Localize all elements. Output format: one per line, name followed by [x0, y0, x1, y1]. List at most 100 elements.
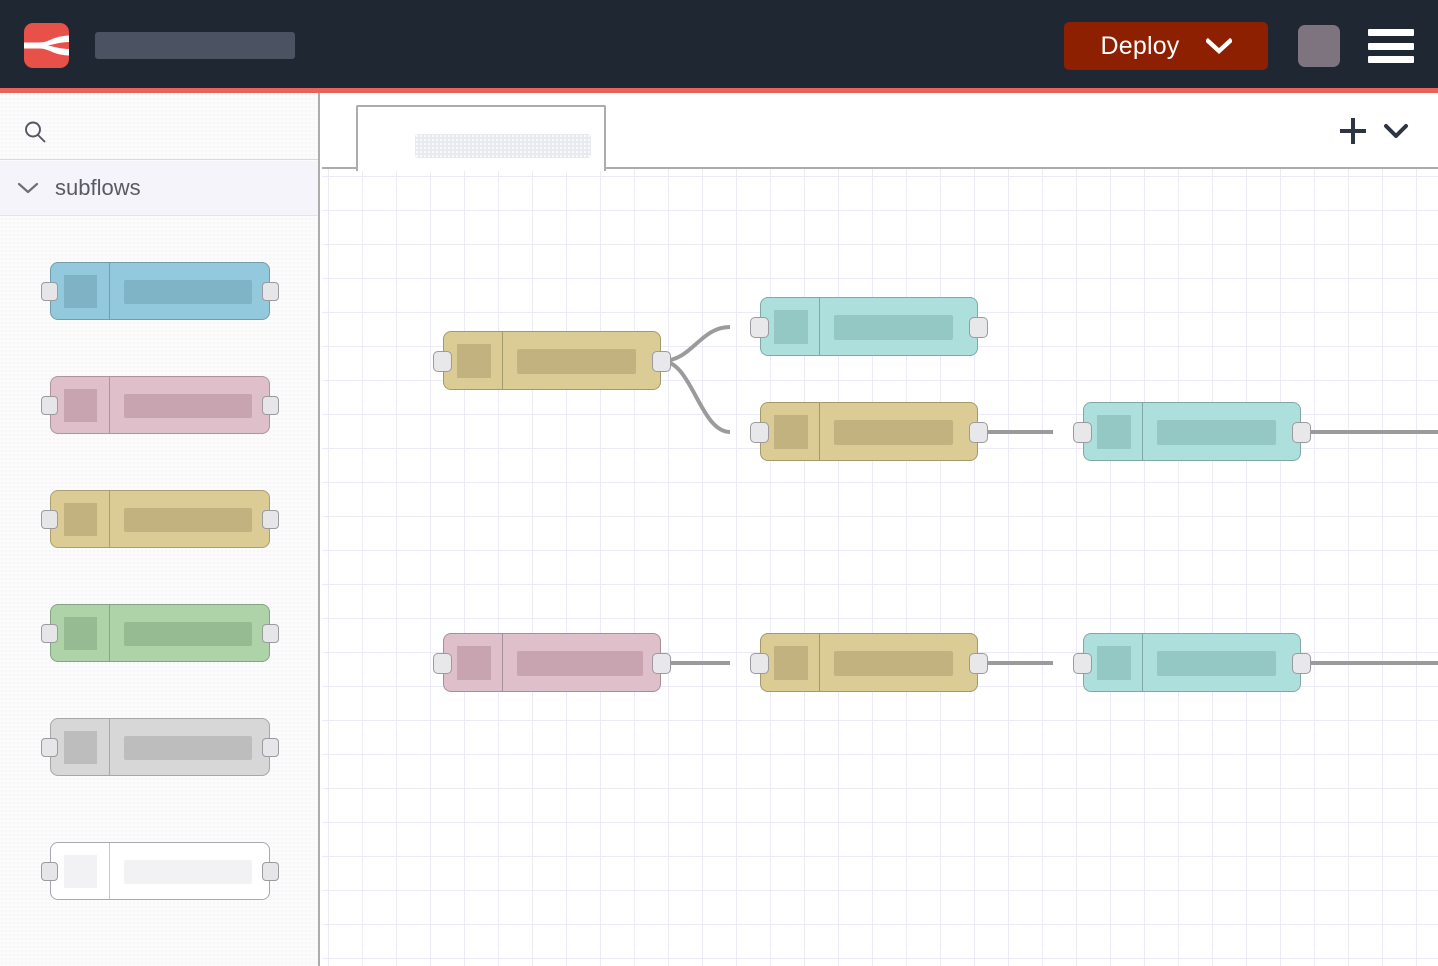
palette-node-3[interactable]: [41, 490, 279, 548]
palette-node-icon-redacted: [64, 389, 97, 422]
flow-node-port-output[interactable]: [1292, 653, 1311, 674]
flow-node-port-input[interactable]: [433, 653, 452, 674]
flow-node-port-input[interactable]: [750, 422, 769, 443]
flow-node-port-input[interactable]: [1073, 422, 1092, 443]
flow-node-c1[interactable]: [433, 633, 671, 692]
chevron-down-icon: [17, 182, 39, 194]
palette-node-port-input[interactable]: [41, 396, 58, 415]
search-icon[interactable]: [23, 120, 47, 144]
flow-node-label-redacted: [1157, 651, 1276, 676]
palette-category-label: subflows: [55, 175, 141, 200]
palette-node-port-input[interactable]: [41, 510, 58, 529]
flow-node-b3[interactable]: [1073, 402, 1311, 461]
flow-node-divider: [1142, 634, 1143, 691]
palette-node-2[interactable]: [41, 376, 279, 434]
flow-node-icon-redacted: [457, 646, 491, 680]
chevron-down-icon[interactable]: [1382, 121, 1410, 141]
flow-node-port-output[interactable]: [652, 653, 671, 674]
palette-sidebar: subflows: [0, 93, 320, 966]
flow-node-icon-redacted: [457, 344, 491, 378]
flow-tab-label-redacted: [415, 134, 591, 158]
palette-node-4[interactable]: [41, 604, 279, 662]
palette-node-5[interactable]: [41, 718, 279, 776]
palette-node-port-output[interactable]: [262, 624, 279, 643]
flow-node-b1[interactable]: [750, 297, 988, 356]
chevron-down-icon: [1205, 38, 1232, 54]
palette-node-port-input[interactable]: [41, 862, 58, 881]
palette-node-port-output[interactable]: [262, 282, 279, 301]
node-red-logo[interactable]: [24, 23, 69, 68]
flow-tab-bar: [322, 93, 1438, 171]
palette-node-port-input[interactable]: [41, 624, 58, 643]
node-red-logo-mark: [24, 35, 69, 56]
flow-node-port-input[interactable]: [433, 351, 452, 372]
flow-node-icon-redacted: [1097, 646, 1131, 680]
palette-node-label-redacted: [124, 860, 252, 884]
flow-node-b2[interactable]: [750, 402, 988, 461]
palette-node-icon-redacted: [64, 731, 97, 764]
flow-node-icon-redacted: [774, 646, 808, 680]
flow-node-port-input[interactable]: [750, 653, 769, 674]
flow-node-c3[interactable]: [1073, 633, 1311, 692]
flow-node-port-input[interactable]: [750, 317, 769, 338]
flow-node-port-output[interactable]: [969, 422, 988, 443]
canvas-grid: [322, 93, 1438, 966]
flow-node-port-input[interactable]: [1073, 653, 1092, 674]
flow-node-c2[interactable]: [750, 633, 988, 692]
header-accent-bar: [0, 88, 1438, 93]
palette-node-port-input[interactable]: [41, 738, 58, 757]
hamburger-menu-icon[interactable]: [1368, 29, 1414, 63]
flow-node-divider: [819, 403, 820, 460]
flow-node-label-redacted: [517, 651, 643, 676]
flow-node-a1[interactable]: [433, 331, 671, 390]
palette-node-port-output[interactable]: [262, 862, 279, 881]
flow-node-port-output[interactable]: [969, 317, 988, 338]
plus-icon[interactable]: [1339, 117, 1367, 145]
flow-node-label-redacted: [517, 349, 636, 374]
deploy-button[interactable]: Deploy: [1064, 22, 1268, 70]
flow-node-port-output[interactable]: [969, 653, 988, 674]
palette-node-icon-redacted: [64, 275, 97, 308]
flow-node-port-output[interactable]: [1292, 422, 1311, 443]
flow-tab-active[interactable]: [356, 105, 606, 171]
palette-node-divider: [109, 377, 110, 433]
palette-node-divider: [109, 263, 110, 319]
palette-node-divider: [109, 719, 110, 775]
palette-node-divider: [109, 843, 110, 899]
flow-node-port-output[interactable]: [652, 351, 671, 372]
palette-node-divider: [109, 491, 110, 547]
palette-node-divider: [109, 605, 110, 661]
flow-node-divider: [819, 298, 820, 355]
palette-node-label-redacted: [124, 394, 252, 418]
flow-node-divider: [1142, 403, 1143, 460]
palette-category-subflows[interactable]: subflows: [0, 161, 318, 216]
user-avatar[interactable]: [1298, 25, 1340, 67]
palette-search-bar[interactable]: [0, 93, 318, 160]
palette-node-label-redacted: [124, 508, 252, 532]
palette-node-label-redacted: [124, 736, 252, 760]
palette-node-port-output[interactable]: [262, 396, 279, 415]
flow-node-divider: [502, 634, 503, 691]
flow-node-label-redacted: [834, 651, 953, 676]
palette-node-icon-redacted: [64, 617, 97, 650]
flow-node-label-redacted: [834, 420, 953, 445]
flow-node-icon-redacted: [1097, 415, 1131, 449]
flow-node-divider: [819, 634, 820, 691]
palette-node-icon-redacted: [64, 855, 97, 888]
app-header: Deploy: [0, 0, 1438, 88]
hamburger-bar-1: [1368, 29, 1414, 36]
palette-node-port-output[interactable]: [262, 738, 279, 757]
palette-node-icon-redacted: [64, 503, 97, 536]
palette-node-1[interactable]: [41, 262, 279, 320]
flow-node-divider: [502, 332, 503, 389]
flow-node-icon-redacted: [774, 310, 808, 344]
flow-node-label-redacted: [1157, 420, 1276, 445]
hamburger-bar-3: [1368, 56, 1414, 63]
flow-canvas[interactable]: [322, 93, 1438, 966]
palette-node-label-redacted: [124, 280, 252, 304]
palette-node-port-input[interactable]: [41, 282, 58, 301]
flow-node-label-redacted: [834, 315, 953, 340]
palette-node-port-output[interactable]: [262, 510, 279, 529]
palette-node-6[interactable]: [41, 842, 279, 900]
